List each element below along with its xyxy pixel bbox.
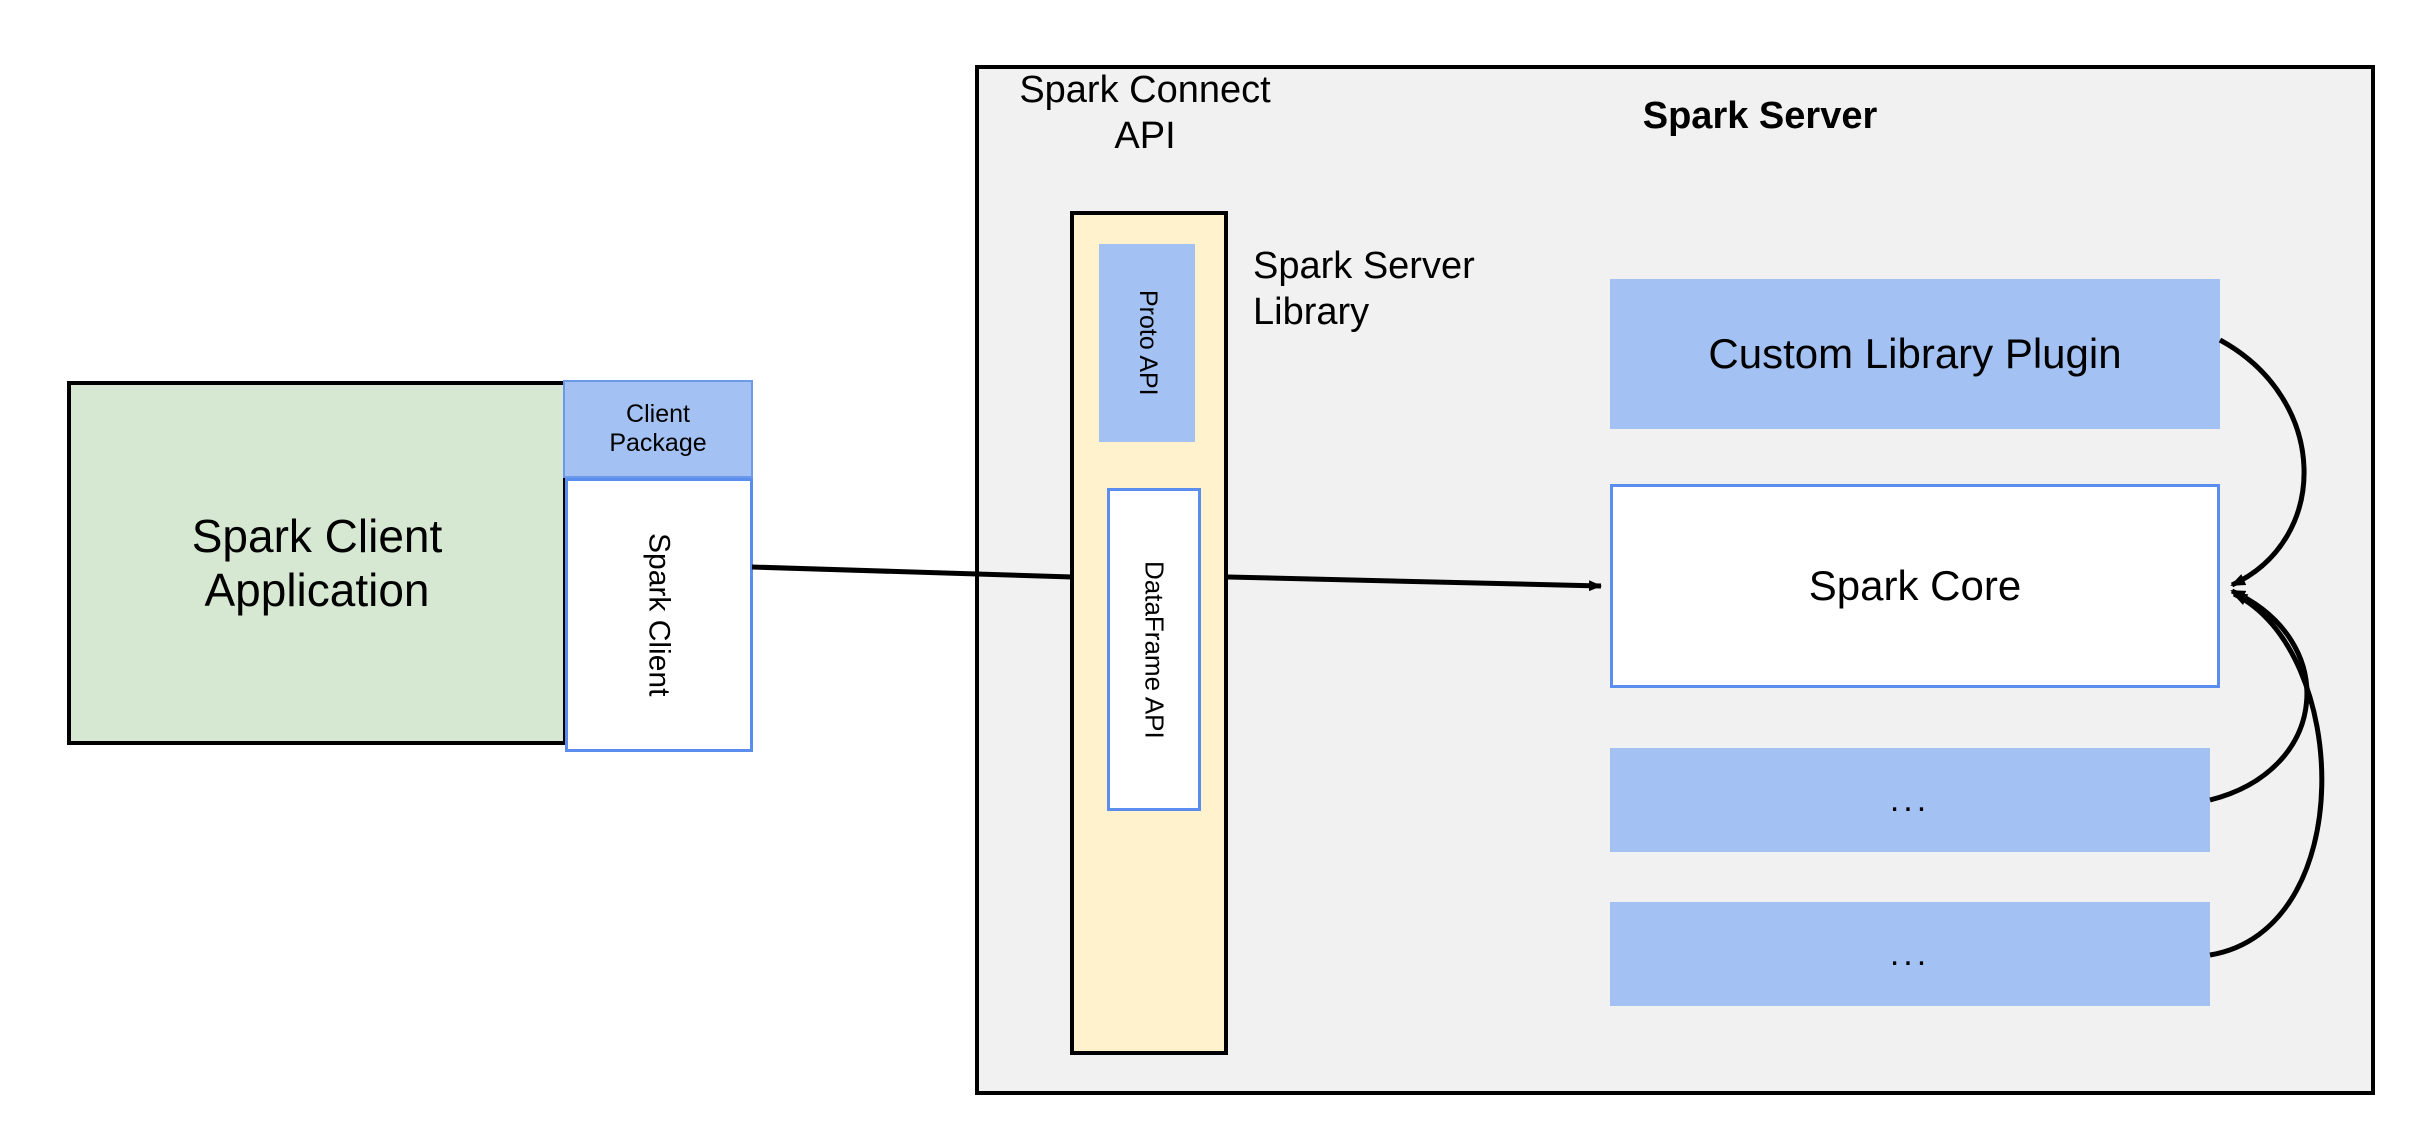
server-component-ellipsis-1-label: ... [1889,780,1931,819]
client-package-label: Client Package [609,399,707,458]
proto-api-box[interactable]: Proto API [1099,244,1195,442]
spark-client-application-label: Spark Client Application [191,509,443,616]
custom-library-plugin-label: Custom Library Plugin [1708,330,2122,378]
server-component-ellipsis-1[interactable]: ... [1610,748,2210,852]
spark-connect-api-label: Spark Connect API [1019,69,1271,157]
spark-server-title: Spark Server [1642,95,1878,137]
server-component-ellipsis-2[interactable]: ... [1610,902,2210,1006]
spark-client-application-box[interactable]: Spark Client Application [67,381,567,745]
spark-server-library-label: Spark Server Library [1253,245,1475,333]
spark-client-box[interactable]: Spark Client [565,478,753,752]
custom-library-plugin-box[interactable]: Custom Library Plugin [1610,279,2220,429]
dataframe-api-box[interactable]: DataFrame API [1107,488,1201,811]
spark-core-label: Spark Core [1808,562,2022,610]
spark-core-box[interactable]: Spark Core [1610,484,2220,688]
proto-api-label: Proto API [1133,290,1162,396]
spark-client-label: Spark Client [642,533,676,697]
server-component-ellipsis-2-label: ... [1889,934,1931,973]
client-package-box[interactable]: Client Package [563,380,753,478]
dataframe-api-label: DataFrame API [1139,560,1170,739]
